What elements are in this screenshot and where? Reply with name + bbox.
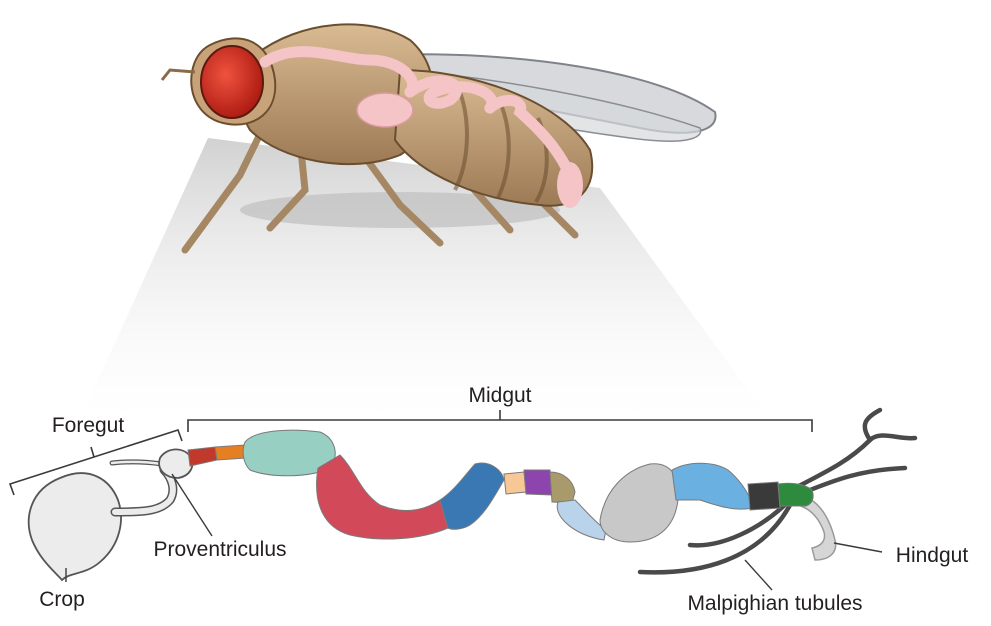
label-foregut: Foregut — [52, 414, 125, 437]
crop-shape — [29, 473, 121, 580]
gut-segment-12 — [748, 482, 780, 510]
gut-segment-8 — [550, 472, 575, 503]
gut-segment-4 — [317, 455, 448, 539]
gut-segment-11 — [672, 463, 752, 509]
fly-internal-crop — [357, 93, 413, 127]
label-crop: Crop — [39, 588, 85, 611]
leader-hindgut — [834, 543, 882, 552]
gut-segment-6 — [504, 472, 526, 494]
leader-malpighian — [745, 560, 772, 590]
label-hindgut: Hindgut — [896, 544, 969, 567]
proventriculus-shape — [159, 449, 192, 478]
label-midgut: Midgut — [468, 384, 531, 407]
fly-antenna — [162, 70, 195, 80]
gut-segment-7 — [524, 470, 552, 495]
leader-proventriculus — [172, 474, 212, 536]
fly-eye — [201, 46, 263, 118]
gut-segment-13 — [778, 483, 813, 506]
gut-segment-2 — [215, 445, 246, 460]
gut-segment-9 — [557, 500, 606, 540]
gut-segment-10 — [600, 464, 678, 542]
midgut-segments — [188, 430, 813, 542]
label-malpighian-tubules: Malpighian tubules — [687, 592, 862, 615]
fly-internal-hindgut — [557, 162, 583, 208]
gut-segment-5 — [440, 463, 504, 529]
label-proventriculus: Proventriculus — [153, 538, 286, 561]
gut-segment-1 — [188, 447, 217, 466]
projection-cone — [80, 138, 770, 420]
